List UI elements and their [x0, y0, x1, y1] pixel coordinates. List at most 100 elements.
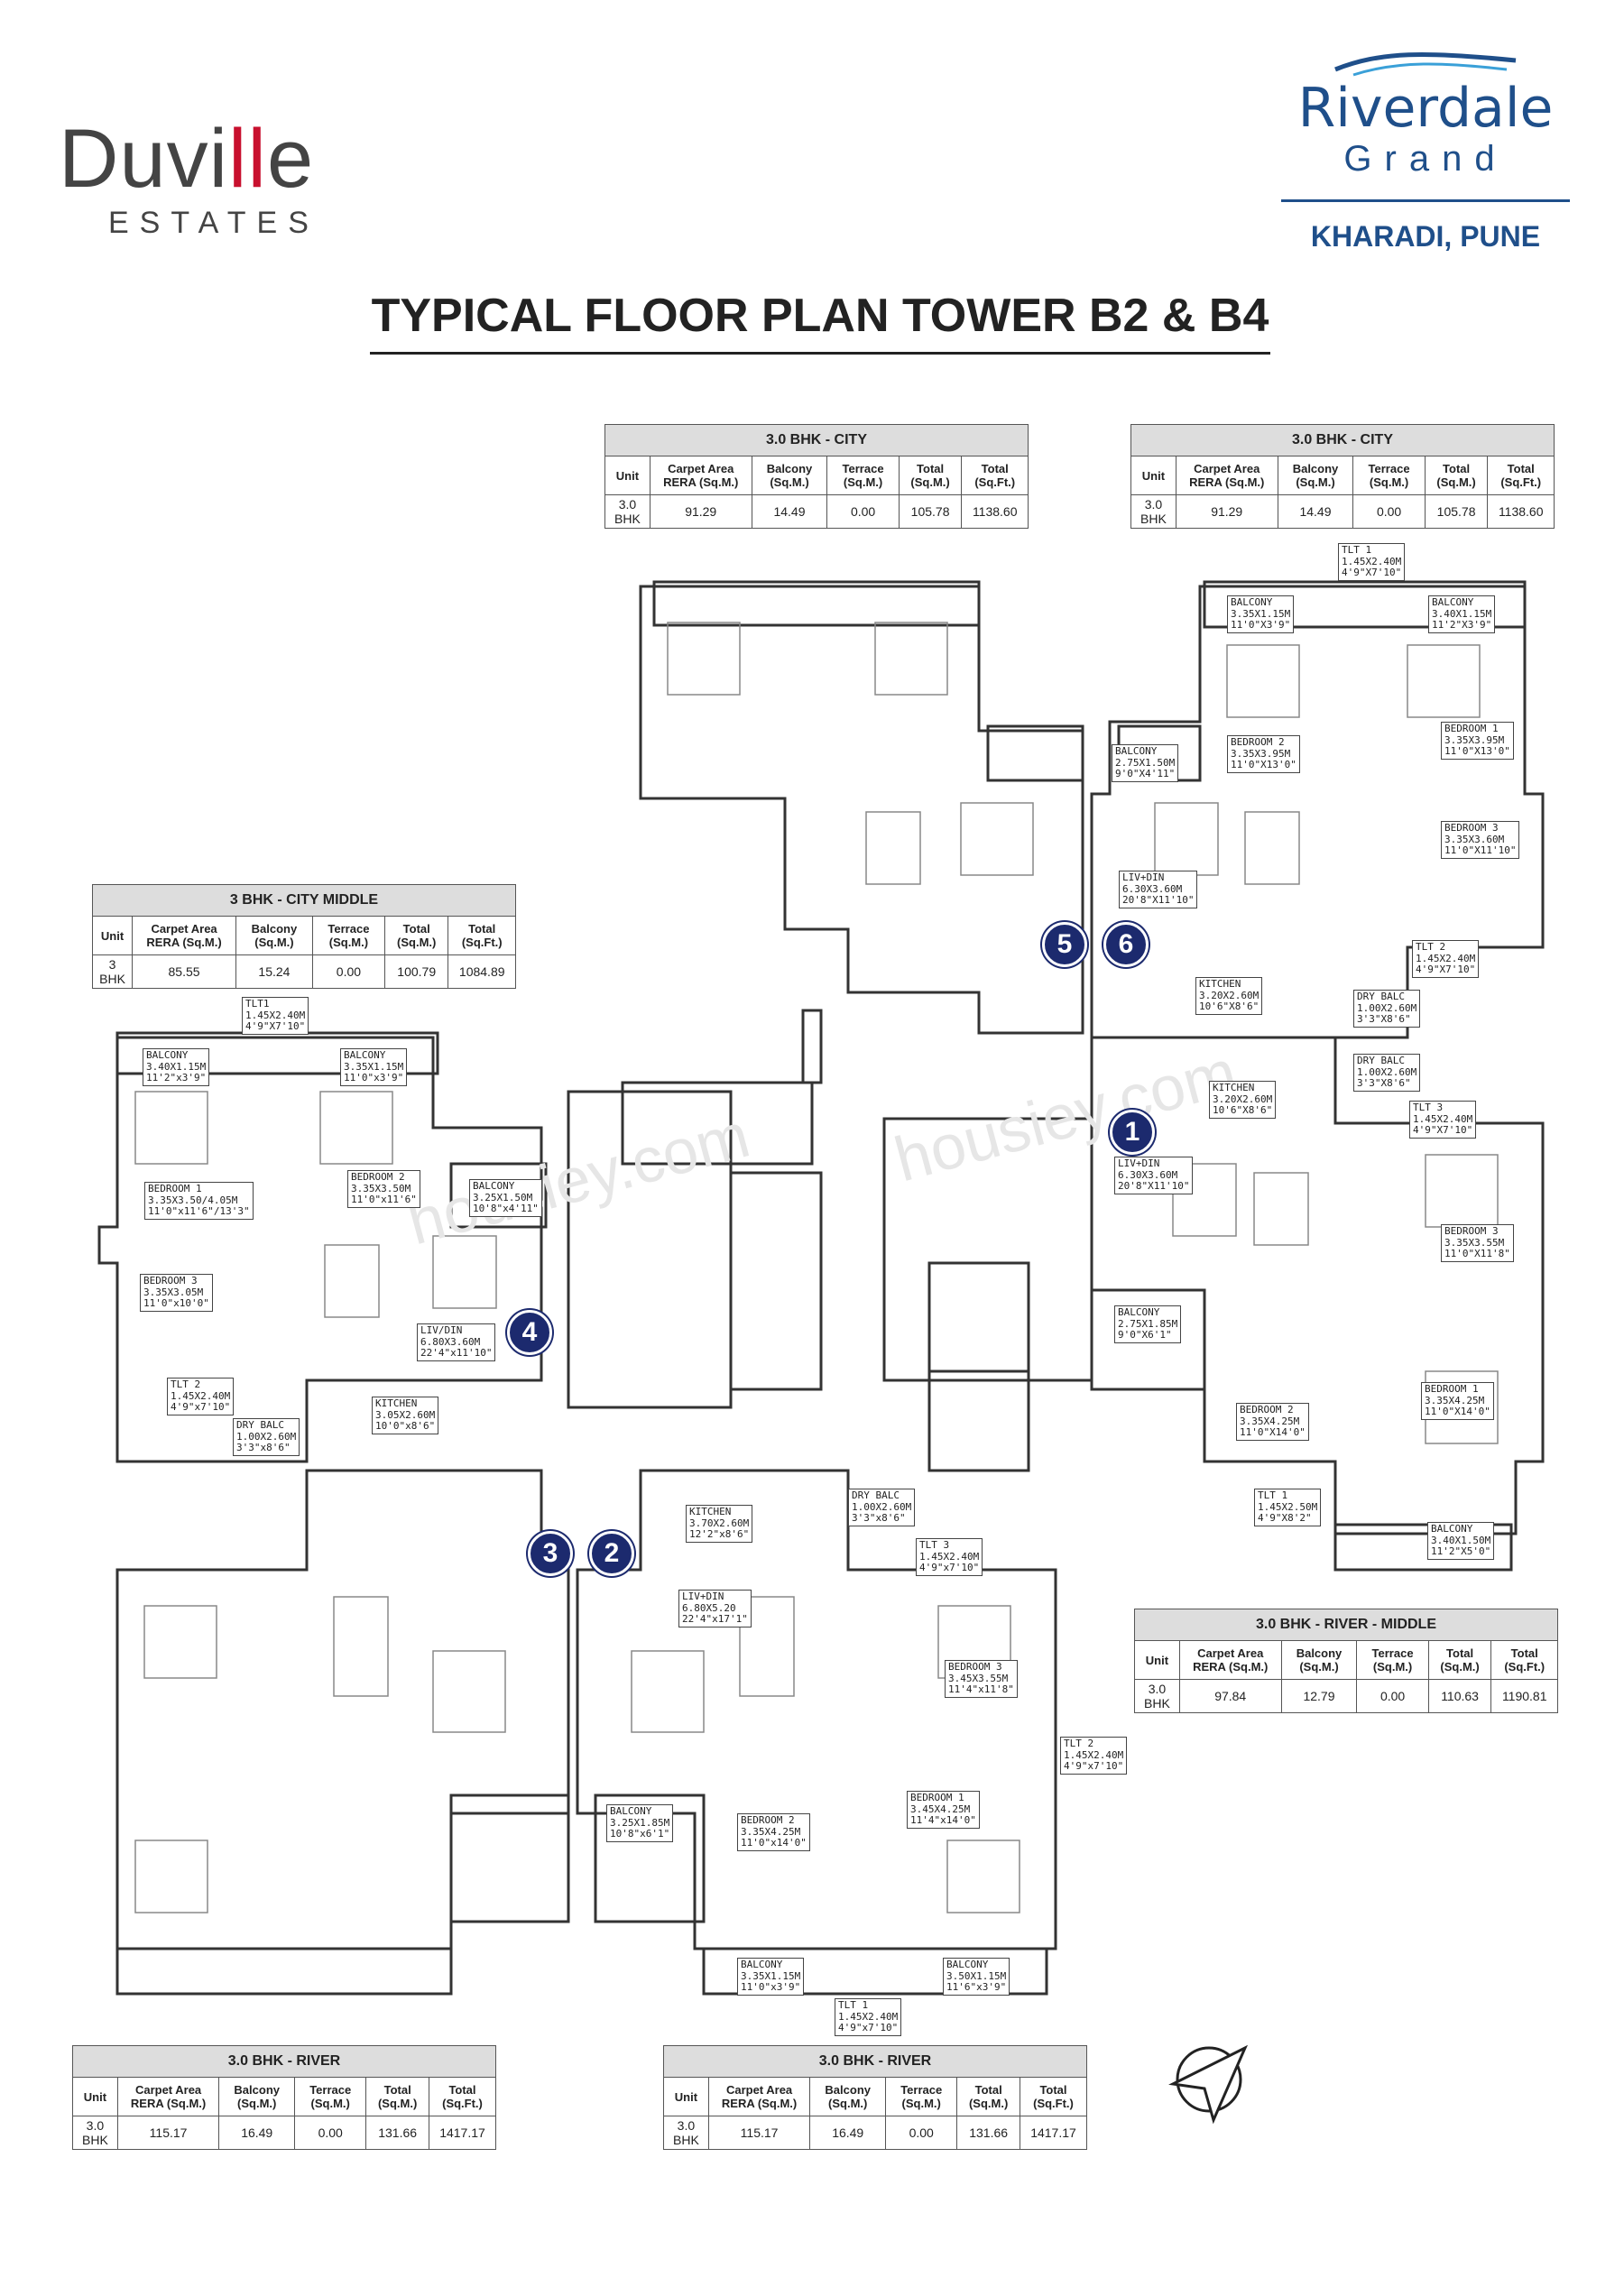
- column-header: Total (Sq.M.): [384, 916, 449, 955]
- column-header: Terrace (Sq.M.): [294, 2077, 367, 2116]
- table-caption: 3.0 BHK - RIVER - MIDDLE: [1134, 1609, 1558, 1641]
- column-header: Carpet Area RERA (Sq.M.): [1175, 456, 1278, 495]
- room-label: LIV+DIN 6.80X5.20 22'4"x17'1": [678, 1590, 752, 1627]
- riverdale-logo: Riverdale Grand KHARADI, PUNE: [1281, 50, 1570, 254]
- column-header: Carpet Area RERA (Sq.M.): [116, 2077, 220, 2116]
- column-header: Unit: [91, 916, 134, 955]
- table-caption: 3.0 BHK - CITY: [1130, 424, 1555, 456]
- watermark: housiey.com: [401, 1100, 757, 1259]
- room-label: BEDROOM 3 3.35X3.55M 11'0"X11'8": [1441, 1224, 1514, 1262]
- room-label: BEDROOM 1 3.35X4.25M 11'0"X14'0": [1421, 1382, 1494, 1420]
- room-label: BEDROOM 3 3.45X3.55M 11'4"x11'8": [945, 1660, 1018, 1698]
- room-label: BEDROOM 1 3.35X3.95M 11'0"X13'0": [1441, 722, 1514, 760]
- room-label: BALCONY 3.35X1.15M 11'0"X3'9": [1227, 595, 1295, 633]
- room-label: BEDROOM 2 3.35X4.25M 11'0"X14'0": [1236, 1403, 1309, 1441]
- wave-icon: [1334, 51, 1517, 77]
- room-label: DRY BALC 1.00X2.60M 3'3"x8'6": [848, 1489, 916, 1526]
- column-header: Total (Sq.Ft.): [1019, 2077, 1088, 2116]
- column-header: Total (Sq.Ft.): [448, 916, 516, 955]
- unit-number-3: 3: [528, 1531, 573, 1576]
- column-header: Terrace (Sq.M.): [1352, 456, 1426, 495]
- room-label: KITCHEN 3.70X2.60M 12'2"x8'6": [686, 1505, 753, 1543]
- unit-number-6: 6: [1103, 922, 1149, 967]
- room-label: BALCONY 3.35X1.15M 11'0"x3'9": [737, 1958, 805, 1996]
- column-header: Total (Sq.M.): [365, 2077, 429, 2116]
- room-label: BALCONY 2.75X1.50M 9'0"X4'11": [1112, 744, 1179, 782]
- unit-number-2: 2: [589, 1531, 634, 1576]
- column-header: Unit: [1134, 1640, 1180, 1680]
- column-header: Balcony (Sq.M.): [235, 916, 313, 955]
- room-label: BALCONY 2.75X1.85M 9'0"X6'1": [1114, 1305, 1182, 1343]
- unit-number-4: 4: [507, 1310, 552, 1355]
- column-header: Total (Sq.Ft.): [1487, 456, 1555, 495]
- table-caption: 3.0 BHK - RIVER: [663, 2045, 1087, 2078]
- column-header: Total (Sq.M.): [898, 456, 963, 495]
- unit-number-5: 5: [1042, 922, 1087, 967]
- column-header: Carpet Area RERA (Sq.M.): [649, 456, 752, 495]
- column-header: Total (Sq.Ft.): [1490, 1640, 1558, 1680]
- room-label: TLT 2 1.45X2.40M 4'9"x7'10": [167, 1378, 235, 1415]
- riverdale-name: Riverdale: [1297, 77, 1554, 140]
- room-label: BALCONY 3.40X1.15M 11'2"X3'9": [1428, 595, 1496, 633]
- column-header: Unit: [1130, 456, 1176, 495]
- room-label: LIV+DIN 6.30X3.60M 20'8"X11'10": [1119, 871, 1198, 908]
- riverdale-name2: Grand: [1343, 139, 1508, 179]
- room-label: DRY BALC 1.00X2.60M 3'3"X8'6": [1353, 1054, 1421, 1092]
- room-label: LIV+DIN 6.30X3.60M 20'8"X11'10": [1114, 1157, 1194, 1194]
- column-header: Balcony (Sq.M.): [751, 456, 828, 495]
- column-header: Total (Sq.Ft.): [961, 456, 1029, 495]
- room-label: DRY BALC 1.00X2.60M 3'3"X8'6": [1353, 990, 1421, 1028]
- room-label: KITCHEN 3.20X2.60M 10'6"X8'6": [1209, 1081, 1277, 1119]
- room-label: TLT1 1.45X2.40M 4'9"X7'10": [242, 997, 309, 1035]
- compass-icon: [1168, 2044, 1249, 2125]
- column-header: Terrace (Sq.M.): [885, 2077, 958, 2116]
- room-label: TLT 1 1.45X2.40M 4'9"x7'10": [835, 1998, 902, 2036]
- column-header: Carpet Area RERA (Sq.M.): [707, 2077, 811, 2116]
- room-label: BEDROOM 1 3.35X3.50/4.05M 11'0"x11'6"/13…: [144, 1182, 254, 1220]
- room-label: BALCONY 3.40X1.50M 11'2"X5'0": [1427, 1522, 1495, 1560]
- location: KHARADI, PUNE: [1281, 199, 1570, 254]
- room-label: TLT 1 1.45X2.50M 4'9"X8'2": [1254, 1489, 1322, 1526]
- page-title: TYPICAL FLOOR PLAN TOWER B2 & B4: [370, 289, 1270, 355]
- room-label: TLT 2 1.45X2.40M 4'9"X7'10": [1412, 940, 1480, 978]
- room-label: BEDROOM 2 3.35X4.25M 11'0"x14'0": [737, 1813, 810, 1851]
- column-header: Total (Sq.M.): [1424, 456, 1489, 495]
- column-header: Total (Sq.M.): [956, 2077, 1020, 2116]
- table-caption: 3.0 BHK - RIVER: [72, 2045, 496, 2078]
- column-header: Total (Sq.M.): [1427, 1640, 1492, 1680]
- room-label: BEDROOM 2 3.35X3.95M 11'0"X13'0": [1227, 735, 1300, 773]
- room-label: KITCHEN 3.05X2.60M 10'0"x8'6": [372, 1397, 439, 1434]
- room-label: DRY BALC 1.00X2.60M 3'3"x8'6": [233, 1418, 300, 1456]
- column-header: Terrace (Sq.M.): [311, 916, 386, 955]
- column-header: Terrace (Sq.M.): [826, 456, 900, 495]
- room-label: BEDROOM 2 3.35X3.50M 11'0"x11'6": [347, 1170, 420, 1208]
- table-caption: 3 BHK - CITY MIDDLE: [92, 884, 516, 917]
- room-label: TLT 2 1.45X2.40M 4'9"x7'10": [1060, 1737, 1128, 1775]
- room-label: BEDROOM 3 3.35X3.05M 11'0"x10'0": [140, 1274, 213, 1312]
- table-caption: 3.0 BHK - CITY: [604, 424, 1029, 456]
- room-label: TLT 3 1.45X2.40M 4'9"X7'10": [1409, 1101, 1477, 1139]
- column-header: Carpet Area RERA (Sq.M.): [132, 916, 237, 955]
- column-header: Balcony (Sq.M.): [809, 2077, 887, 2116]
- column-header: Unit: [72, 2077, 118, 2116]
- column-header: Balcony (Sq.M.): [218, 2077, 296, 2116]
- column-header: Terrace (Sq.M.): [1356, 1640, 1429, 1680]
- room-label: BALCONY 3.35X1.15M 11'0"x3'9": [340, 1048, 408, 1086]
- room-label: BEDROOM 3 3.35X3.60M 11'0"X11'10": [1441, 821, 1520, 859]
- duville-sub: ESTATES: [108, 206, 319, 240]
- room-label: BEDROOM 1 3.45X4.25M 11'4"x14'0": [907, 1791, 980, 1829]
- column-header: Balcony (Sq.M.): [1277, 456, 1354, 495]
- room-label: BALCONY 3.50X1.15M 11'6"x3'9": [943, 1958, 1010, 1996]
